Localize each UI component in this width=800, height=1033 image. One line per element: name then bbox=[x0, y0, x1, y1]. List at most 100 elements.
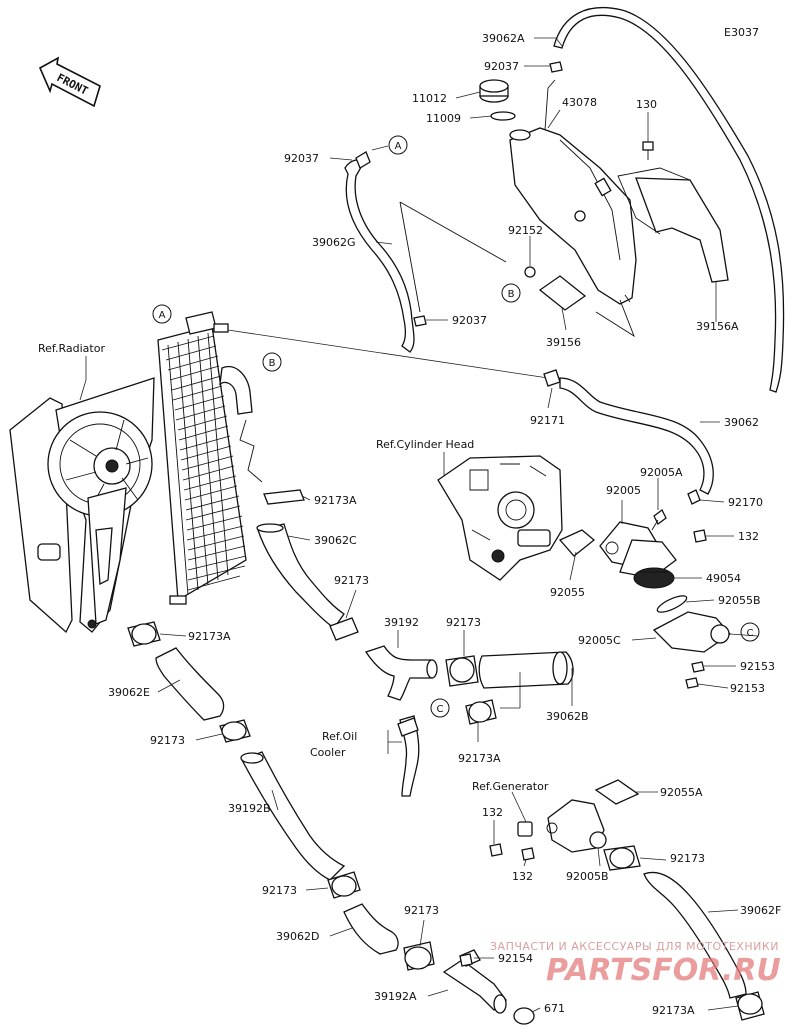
label-39062E: 39062E bbox=[108, 686, 150, 699]
label-92173A-d: 92173A bbox=[652, 1004, 695, 1017]
water-pump bbox=[517, 799, 607, 853]
callout-a-upper: A bbox=[388, 135, 408, 155]
front-arrow-icon: FRONT bbox=[38, 56, 101, 108]
label-39062F: 39062F bbox=[740, 904, 781, 917]
label-671: 671 bbox=[544, 1002, 565, 1015]
label-92152: 92152 bbox=[508, 224, 543, 237]
callout-b-tank: B bbox=[501, 283, 521, 303]
label-130: 130 bbox=[636, 98, 657, 111]
tank-cap bbox=[479, 79, 516, 121]
bolt-92153-a bbox=[691, 661, 705, 673]
oring-671 bbox=[513, 1007, 535, 1025]
hose-39062A bbox=[553, 6, 785, 393]
svg-text:A: A bbox=[159, 310, 166, 321]
label-39192B: 39192B bbox=[228, 802, 271, 815]
label-92037-left: 92037 bbox=[284, 152, 319, 165]
grommet-92152 bbox=[524, 266, 536, 278]
label-11009: 11009 bbox=[426, 112, 461, 125]
diagram-code: E3037 bbox=[724, 26, 759, 39]
label-39062B: 39062B bbox=[546, 710, 589, 723]
clip-92171 bbox=[543, 369, 561, 387]
bolt-132-b bbox=[489, 843, 503, 857]
label-11012: 11012 bbox=[412, 92, 447, 105]
label-39062D: 39062D bbox=[276, 930, 319, 943]
clip-92037-left bbox=[355, 151, 371, 169]
clip-92037-mid bbox=[413, 315, 427, 327]
label-92173-e: 92173 bbox=[670, 852, 705, 865]
label-49054: 49054 bbox=[706, 572, 741, 585]
label-132-a: 132 bbox=[738, 530, 759, 543]
label-ref-oil-1: Ref.Oil bbox=[322, 730, 357, 743]
clamp-92173A-a bbox=[263, 489, 305, 505]
label-132-b: 132 bbox=[482, 806, 503, 819]
cover-39156A bbox=[635, 177, 729, 283]
label-43078: 43078 bbox=[562, 96, 597, 109]
hose-39062 bbox=[559, 377, 714, 495]
label-92005C: 92005C bbox=[578, 634, 621, 647]
label-39062A: 39062A bbox=[482, 32, 525, 45]
label-92153-a: 92153 bbox=[740, 660, 775, 673]
bolt-132-a bbox=[693, 529, 707, 543]
clamp-92173-a bbox=[329, 617, 359, 641]
hose-39062E bbox=[155, 647, 225, 721]
label-92153-b: 92153 bbox=[730, 682, 765, 695]
label-ref-radiator: Ref.Radiator bbox=[38, 342, 105, 355]
label-92173A-c: 92173A bbox=[458, 752, 501, 765]
radiator bbox=[9, 311, 253, 634]
label-92037-top: 92037 bbox=[484, 60, 519, 73]
label-92173-d: 92173 bbox=[262, 884, 297, 897]
label-92005A: 92005A bbox=[640, 466, 683, 479]
pipe-39192B bbox=[241, 751, 346, 881]
bolt-92154 bbox=[459, 953, 473, 967]
hose-39062D bbox=[343, 903, 399, 955]
callout-c-thermostat: C bbox=[740, 622, 760, 642]
label-39192A: 39192A bbox=[374, 990, 417, 1003]
label-92173-b: 92173 bbox=[446, 616, 481, 629]
hose-oil-cooler bbox=[399, 715, 420, 797]
label-39156: 39156 bbox=[546, 336, 581, 349]
svg-text:C: C bbox=[747, 628, 754, 639]
label-92005: 92005 bbox=[606, 484, 641, 497]
grommet-92152-b bbox=[574, 210, 586, 222]
label-ref-oil-2: Cooler bbox=[310, 746, 346, 759]
label-92154: 92154 bbox=[498, 952, 533, 965]
watermark-logo: PARTSFOR.RU bbox=[546, 953, 781, 988]
label-92055B: 92055B bbox=[718, 594, 761, 607]
label-39192: 39192 bbox=[384, 616, 419, 629]
label-92170: 92170 bbox=[728, 496, 763, 509]
callout-b-radiator: B bbox=[262, 352, 282, 372]
pipe-39192 bbox=[364, 645, 433, 701]
gasket-92055 bbox=[558, 529, 596, 557]
part-labels: 39062A 92037 11012 11009 43078 130 92037… bbox=[38, 32, 781, 1017]
label-92173A-b: 92173A bbox=[188, 630, 231, 643]
pad-39156 bbox=[538, 275, 587, 311]
callout-c-hose: C bbox=[430, 698, 450, 718]
clip-92170 bbox=[687, 489, 701, 505]
svg-text:A: A bbox=[395, 141, 402, 152]
clamp-oil-cooler bbox=[397, 717, 419, 737]
label-ref-cylinder-head: Ref.Cylinder Head bbox=[376, 438, 474, 451]
label-39062: 39062 bbox=[724, 416, 759, 429]
gasket-92055A bbox=[594, 779, 640, 805]
label-92171: 92171 bbox=[530, 414, 565, 427]
reserve-tank bbox=[509, 79, 637, 305]
hose-39062B bbox=[478, 651, 574, 689]
leader-lines bbox=[79, 37, 759, 1013]
label-92037-mid: 92037 bbox=[452, 314, 487, 327]
hose-39062G bbox=[344, 159, 415, 353]
label-92055: 92055 bbox=[550, 586, 585, 599]
bolt-132-c bbox=[521, 847, 535, 861]
svg-text:B: B bbox=[508, 289, 515, 300]
label-92173A-a: 92173A bbox=[314, 494, 357, 507]
bolt-130 bbox=[642, 141, 654, 160]
svg-text:B: B bbox=[269, 358, 276, 369]
hose-39062C bbox=[257, 523, 345, 629]
watermark-tagline: ЗАПЧАСТИ И АКСЕССУАРЫ ДЛЯ МОТОТЕХНИКИ bbox=[490, 940, 779, 953]
label-39062G: 39062G bbox=[312, 236, 356, 249]
label-92173-f: 92173 bbox=[404, 904, 439, 917]
label-92055A: 92055A bbox=[660, 786, 703, 799]
label-39062C: 39062C bbox=[314, 534, 357, 547]
label-92173-a: 92173 bbox=[334, 574, 369, 587]
callout-a-radiator: A bbox=[152, 304, 172, 324]
